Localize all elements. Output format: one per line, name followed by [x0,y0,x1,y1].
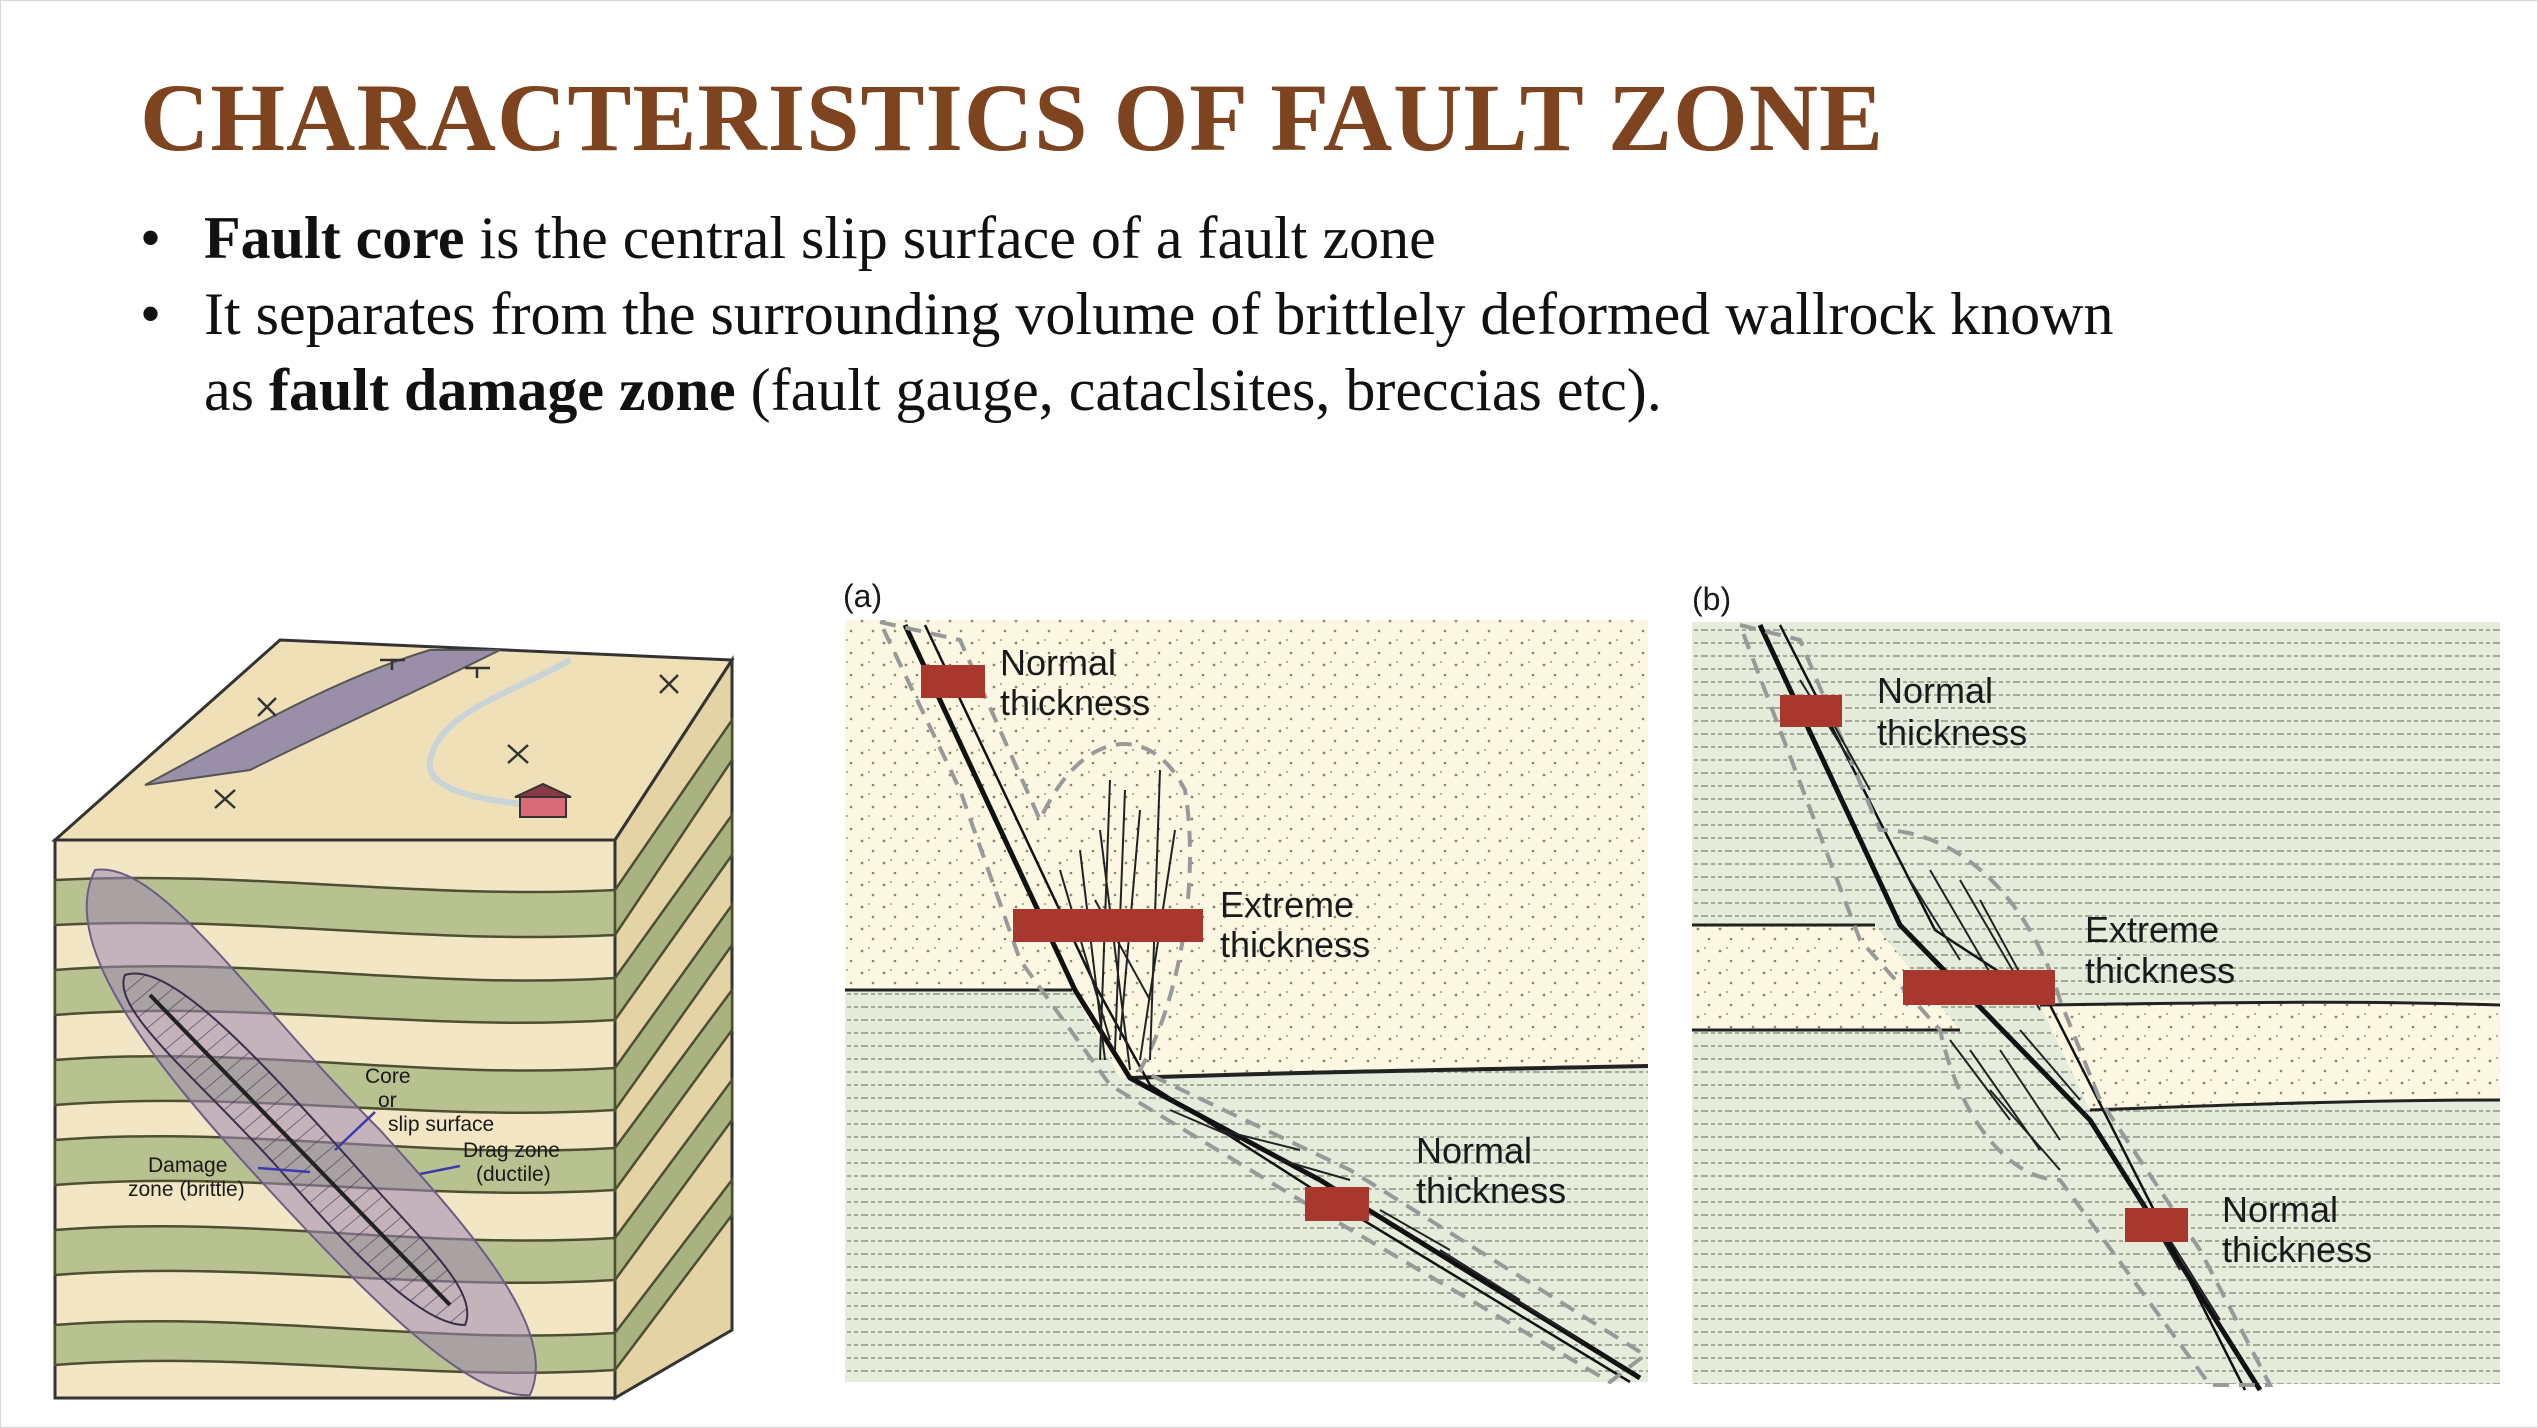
damage-zone-label: Damage [148,1154,227,1177]
panel-b-extreme-l2: thickness [2085,950,2235,991]
fault-core-line [148,993,452,1307]
panel-a-marker-bottom [1305,1187,1369,1221]
bullet-2-post: (fault gauge, cataclsites, breccias etc)… [735,357,1662,423]
panel-b-normal-bot-l2: thickness [2222,1229,2372,1270]
drag-arrow [419,1164,461,1176]
panel-a-sand-texture [845,620,1648,1078]
panel-a-fault-trace [902,623,1642,1381]
bullet-item: • It separates from the surrounding volu… [140,276,2440,428]
slide-title: CHARACTERISTICS OF FAULT ZONE [140,64,1885,171]
panel-b-marker-top [1780,695,1842,727]
panel-a-extreme-l1: Extreme [1220,884,1354,925]
panel-b-damage-envelope [1736,622,2274,1387]
core-label: Core [365,1065,411,1088]
slip-surface-label: slip surface [388,1113,494,1136]
panel-a-normal-top-l1: Normal [1000,642,1116,683]
panel-b-fault-trace [1757,623,2263,1392]
panel-b-normal-top-l2: thickness [1877,712,2027,753]
panel-b-contacts [1692,923,2501,1112]
bullet-dot: • [140,205,162,271]
panel-a-fault-trace-2 [923,624,1631,1384]
house-icon [514,782,572,818]
panel-a-marker-top [921,665,985,698]
panel-b-marker-bottom [2125,1208,2188,1242]
panel-b: (b) Normal thick [1692,581,2501,1392]
strata-side [613,715,734,1374]
panel-a-contact-right [1129,1064,1649,1080]
panel-a-damage-envelope [876,619,1649,1385]
panel-a-normal-bot-l1: Normal [1416,1130,1532,1171]
panel-b-normal-top-l1: Normal [1877,670,1993,711]
bullet-dot: • [140,281,162,347]
bullet-2-line1: It separates from the surrounding volume… [204,281,2114,347]
panel-b-extreme-l1: Extreme [2085,909,2219,950]
panel-b-sand-right-texture [2040,1000,2500,1110]
panel-a: (a) Normal thickness Extreme thickness [843,578,1649,1385]
panel-a-normal-top-l2: thickness [1000,682,1150,723]
strike-dip-symbols [214,658,679,809]
drag-zone-label: Drag zone [463,1139,560,1162]
bullet-item: • Fault core is the central slip surface… [140,200,2440,276]
panel-b-marker-extreme [1903,970,2055,1005]
road [426,657,572,808]
bullet-list: • Fault core is the central slip surface… [140,200,2440,428]
panel-b-normal-bot-l1: Normal [2222,1189,2338,1230]
panel-b-sand-left-texture [1692,925,1960,1030]
top-surface-fault [144,649,501,786]
damage-zone-sub-label: zone (brittle) [128,1178,245,1201]
damage-zone [122,972,469,1327]
bullet-1-bold: Fault core [204,205,465,271]
bullet-2-pre: as [204,357,269,423]
damage-arrow [257,1166,311,1174]
block-diagram: Core or slip surface Drag zone (ductile)… [51,638,735,1401]
core-arrow [334,1111,376,1151]
bullet-1-text: is the central slip surface of a fault z… [464,205,1436,271]
panel-b-tag: (b) [1692,581,1731,617]
panel-a-fractures [1059,769,1581,1341]
panel-a-shale-texture [845,990,1648,1382]
panel-a-normal-bot-l2: thickness [1416,1170,1566,1211]
panel-a-extreme-l2: thickness [1220,924,1370,965]
bullet-2-bold: fault damage zone [268,357,736,423]
core-or-label: or [378,1089,397,1112]
panel-a-marker-extreme [1013,909,1203,942]
drag-zone-sub-label: (ductile) [476,1163,551,1186]
panel-a-tag: (a) [843,578,882,614]
